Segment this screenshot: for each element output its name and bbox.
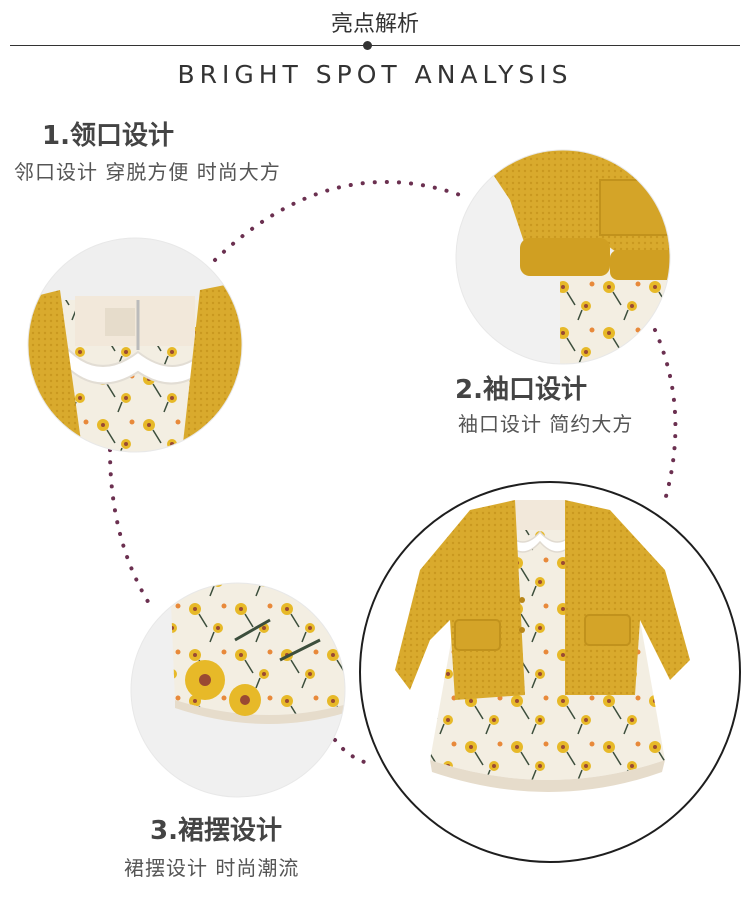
feature-1-title: 1.领口设计 [42,121,174,151]
feature-1-desc: 邻口设计 穿脱方便 时尚大方 [14,160,281,184]
feature-2-title: 2.袖口设计 [455,375,587,405]
sleeve-cuff-closeup-image [456,150,670,364]
feature-3-desc: 裙摆设计 时尚潮流 [124,856,300,880]
full-outfit-image [360,482,740,862]
header-subtitle: BRIGHT SPOT ANALYSIS [177,60,573,89]
dotted-connector [108,179,678,767]
feature-3-title: 3.裙摆设计 [150,816,282,846]
collar-closeup-image [28,238,242,452]
header-rule [10,45,740,46]
header-dot [363,41,372,50]
header-title: 亮点解析 [330,12,419,37]
skirt-hem-closeup-image [131,583,345,797]
feature-2-desc: 袖口设计 简约大方 [458,412,634,436]
